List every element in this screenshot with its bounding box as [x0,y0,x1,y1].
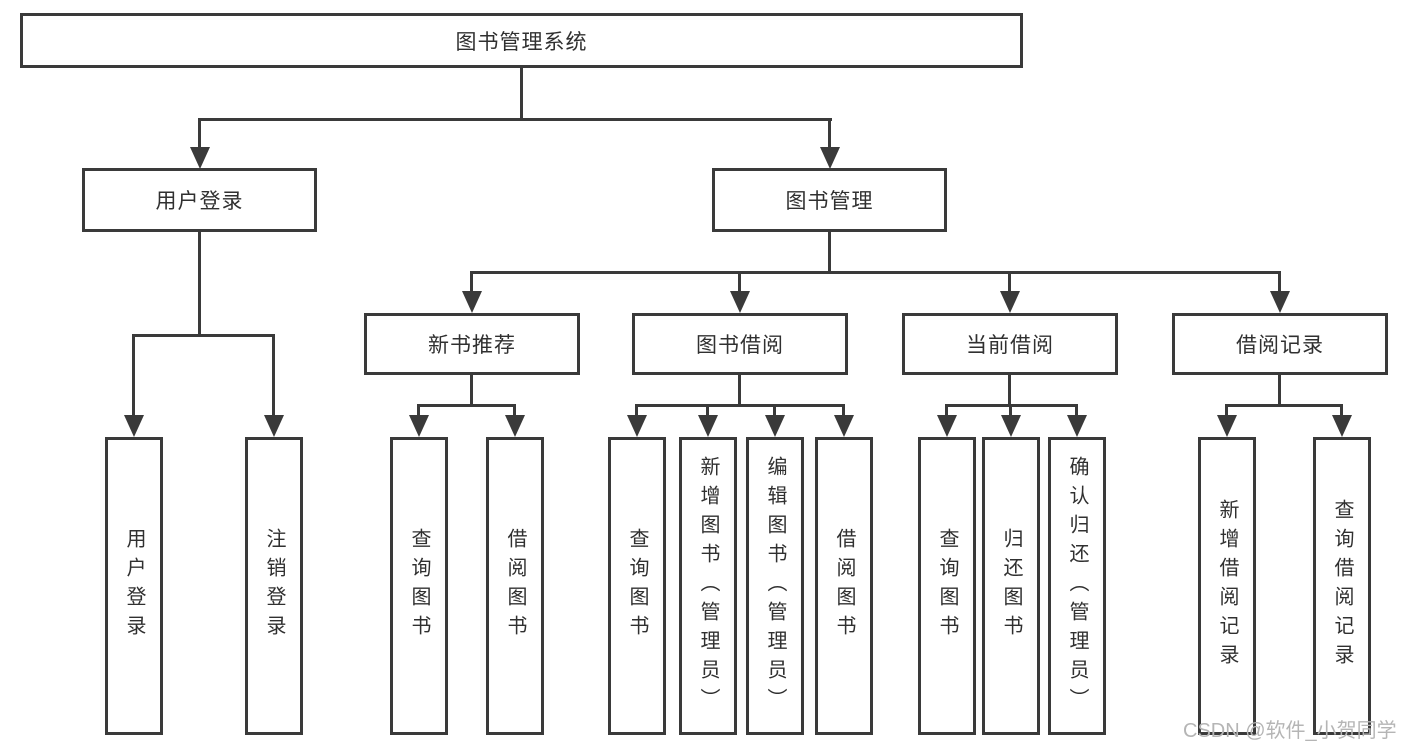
node-library-management-system: 图书管理系统 [20,13,1023,68]
leaf-logout: 注销登录 [245,437,303,735]
node-user-login: 用户登录 [82,168,317,232]
arrow-down-icon [937,415,957,437]
node-label: 新增图书（管理员） [697,455,719,717]
arrow-down-icon [124,415,144,437]
arrow-down-icon [1217,415,1237,437]
node-current-borrowing: 当前借阅 [902,313,1118,375]
connector-line [198,230,201,336]
node-label: 查询借阅记录 [1331,499,1353,673]
arrow-down-icon [1332,415,1352,437]
arrow-down-icon [462,291,482,313]
arrow-down-icon [190,147,210,169]
leaf-user-login: 用户登录 [105,437,163,735]
connector-line [738,271,741,292]
connector-line [842,404,845,417]
node-label: 借阅图书 [504,528,526,644]
connector-line [828,230,831,274]
leaf-edit-books-admin: 编辑图书（管理员） [746,437,804,735]
connector-line [513,404,516,417]
node-label: 新增借阅记录 [1216,499,1238,673]
leaf-query-books-2: 查询图书 [608,437,666,735]
arrow-down-icon [765,415,785,437]
node-label: 查询图书 [936,528,958,644]
connector-line [635,404,845,407]
arrow-down-icon [834,415,854,437]
connector-line [1278,271,1281,292]
arrow-down-icon [1067,415,1087,437]
arrow-down-icon [264,415,284,437]
leaf-add-books-admin: 新增图书（管理员） [679,437,737,735]
node-new-book-recommendation: 新书推荐 [364,313,580,375]
connector-line [198,118,832,121]
node-label: 图书管理系统 [455,30,588,54]
leaf-confirm-return-admin: 确认归还（管理员） [1048,437,1106,735]
arrow-down-icon [730,291,750,313]
connector-line [828,118,831,149]
connector-line [738,373,741,407]
connector-line [1008,271,1011,292]
leaf-borrow-books-1: 借阅图书 [486,437,544,735]
arrow-down-icon [627,415,647,437]
connector-line [417,404,516,407]
csdn-watermark: CSDN @软件_小贺同学 [1183,720,1397,742]
leaf-query-borrow-record: 查询借阅记录 [1313,437,1371,735]
node-label: 图书管理 [785,190,874,213]
node-borrowing-records: 借阅记录 [1172,313,1388,375]
leaf-query-books-1: 查询图书 [390,437,448,735]
arrow-down-icon [1000,291,1020,313]
connector-line [1009,404,1012,417]
arrow-down-icon [505,415,525,437]
connector-line [470,271,473,292]
node-label: 查询图书 [626,528,648,644]
connector-line [1225,404,1343,407]
leaf-query-books-3: 查询图书 [918,437,976,735]
node-label: 查询图书 [408,528,430,644]
connector-line [635,404,638,417]
connector-line [1075,404,1078,417]
connector-line [1225,404,1228,417]
node-book-management: 图书管理 [712,168,947,232]
leaf-borrow-books-2: 借阅图书 [815,437,873,735]
node-label: 图书借阅 [696,334,784,357]
connector-line [1340,404,1343,417]
connector-line [706,404,709,417]
connector-line [132,334,135,417]
node-label: 用户登录 [155,190,244,213]
arrow-down-icon [820,147,840,169]
node-book-borrowing: 图书借阅 [632,313,848,375]
leaf-return-books: 归还图书 [982,437,1040,735]
connector-line [945,404,948,417]
connector-line [417,404,420,417]
node-label: 归还图书 [1000,528,1022,644]
node-label: 编辑图书（管理员） [764,455,786,717]
arrow-down-icon [1001,415,1021,437]
node-label: 用户登录 [123,528,145,644]
arrow-down-icon [1270,291,1290,313]
connector-line [773,404,776,417]
connector-line [520,66,523,120]
connector-line [1278,373,1281,407]
node-label: 借阅记录 [1236,334,1324,357]
arrow-down-icon [698,415,718,437]
node-label: 注销登录 [263,528,285,644]
leaf-add-borrow-record: 新增借阅记录 [1198,437,1256,735]
node-label: 借阅图书 [833,528,855,644]
connector-line [470,271,1281,274]
connector-line [198,118,201,149]
connector-line [272,334,275,417]
connector-line [470,373,473,407]
connector-line [132,334,275,337]
connector-line [1008,373,1011,407]
node-label: 确认归还（管理员） [1066,455,1088,717]
node-label: 当前借阅 [966,334,1054,357]
arrow-down-icon [409,415,429,437]
node-label: 新书推荐 [428,334,516,357]
